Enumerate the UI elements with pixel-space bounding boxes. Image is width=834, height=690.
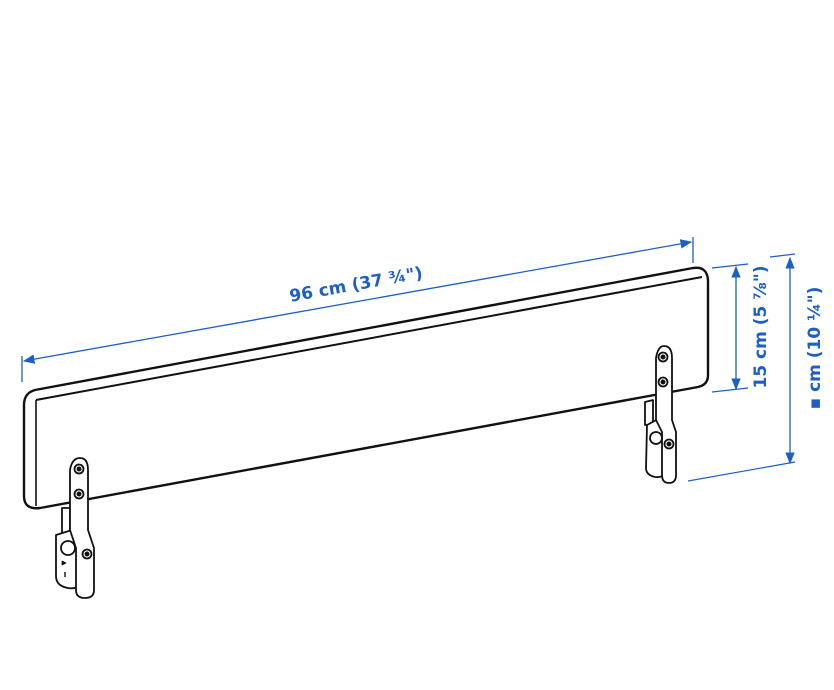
right-bracket (644, 345, 677, 484)
panel-height-dimension: 15 cm (5 ⅞") (711, 263, 771, 393)
rail-panel (22, 266, 710, 510)
left-bracket (55, 457, 95, 599)
total-height-dimension: ▪ cm (10 ¼") (687, 253, 825, 482)
panel-height-label: 15 cm (5 ⅞") (751, 265, 771, 388)
total-height-label: ▪ cm (10 ¼") (805, 287, 825, 410)
length-label: 96 cm (37 ¾") (288, 263, 424, 306)
